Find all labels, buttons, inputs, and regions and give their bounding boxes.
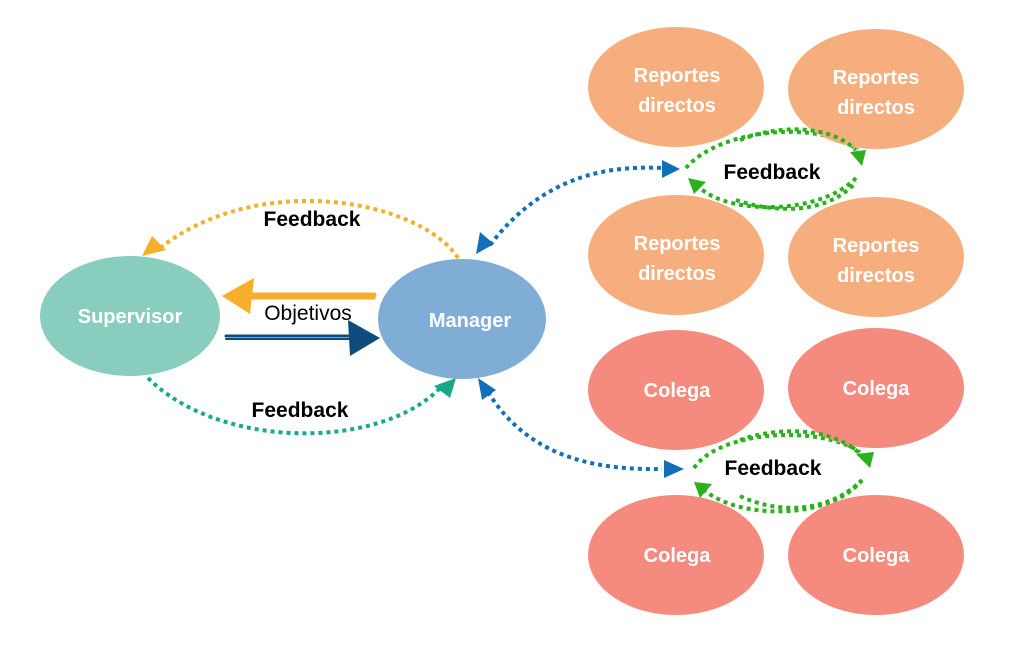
arrowhead-supervisor-top: [142, 236, 166, 256]
peer-label: Colega: [843, 545, 911, 567]
arrowhead-peers-blue: [664, 460, 684, 478]
objectives-right-arrow: [224, 320, 380, 356]
node-peer-4[interactable]: Colega: [788, 495, 964, 615]
peers-feedback-arc-top-overlay: [739, 429, 860, 454]
link-manager-peers: [486, 390, 663, 472]
report-label-line1: Reportes: [833, 67, 920, 89]
peers-feedback-arc-bottom-overlay: [739, 478, 864, 510]
arrowhead-manager-top-blue: [476, 232, 494, 254]
node-peer-1[interactable]: Colega: [588, 330, 764, 450]
node-manager-label: Manager: [429, 310, 511, 332]
node-direct-report-2[interactable]: Reportes directos: [788, 29, 964, 149]
label-objectives: Objetivos: [264, 302, 352, 325]
report-label-line2: directos: [638, 263, 716, 285]
reports-feedback-arc-bottom-overlay: [735, 180, 858, 211]
node-manager[interactable]: Manager: [378, 259, 546, 379]
label-reports-feedback: Feedback: [724, 161, 821, 184]
report-label-line2: directos: [638, 95, 716, 117]
peer-label: Colega: [843, 378, 911, 400]
reports-feedback-arc-bottom: [698, 176, 858, 210]
arrowhead-reports-blue: [662, 160, 680, 178]
link-manager-reports: [488, 165, 663, 247]
node-peer-3[interactable]: Colega: [588, 495, 764, 615]
node-supervisor[interactable]: Supervisor: [40, 256, 220, 376]
node-supervisor-label: Supervisor: [78, 306, 183, 328]
node-direct-report-1[interactable]: Reportes directos: [588, 27, 764, 147]
node-peer-2[interactable]: Colega: [788, 328, 964, 448]
reports-feedback-arc-top-overlay: [739, 127, 858, 152]
peers-feedback-arc-top: [692, 432, 862, 470]
report-label-line2: directos: [837, 97, 915, 119]
objectives-left-arrow: [222, 278, 377, 314]
feedback-edge-supervisor-to-manager: [146, 376, 442, 436]
peer-label: Colega: [644, 380, 712, 402]
arrowhead-peers-green-right: [856, 452, 874, 468]
arrowhead-reports-green-left: [688, 178, 706, 194]
label-feedback-to-supervisor: Feedback: [264, 208, 361, 231]
arrowhead-reports-green-right: [850, 150, 866, 166]
node-direct-report-4[interactable]: Reportes directos: [788, 197, 964, 317]
label-feedback-to-manager: Feedback: [252, 399, 349, 422]
label-peers-feedback: Feedback: [725, 457, 822, 480]
report-label-line1: Reportes: [833, 235, 920, 257]
arrowhead-peers-green-left: [694, 482, 712, 498]
feedback-edge-manager-to-supervisor: [158, 198, 460, 260]
node-direct-report-3[interactable]: Reportes directos: [588, 195, 764, 315]
peer-label: Colega: [644, 545, 712, 567]
arrowhead-manager-bottom-teal: [434, 378, 456, 398]
report-label-line2: directos: [837, 265, 915, 287]
report-label-line1: Reportes: [634, 233, 721, 255]
arrowhead-manager-bottom-blue: [478, 378, 496, 400]
report-label-line1: Reportes: [634, 65, 721, 87]
